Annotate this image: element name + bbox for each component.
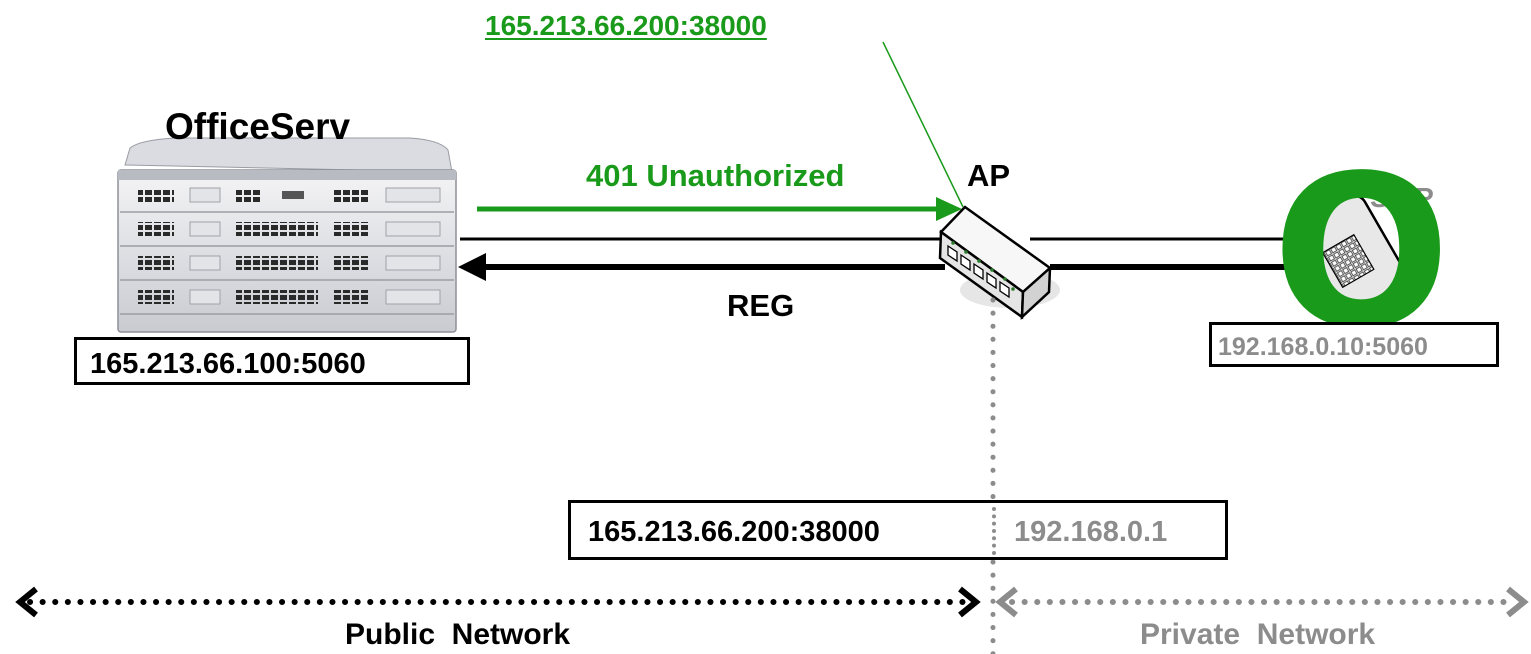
client-address-box: 192.168.0.10:5060 [1209, 322, 1499, 367]
nat-mapping-public: 165.213.66.200:38000 [588, 516, 880, 548]
client-label: SIPP [1370, 182, 1434, 213]
response-message-label: 401 Unauthorized [586, 158, 845, 193]
nat-mapping-private: 192.168.0.1 [1014, 516, 1168, 548]
request-arrowhead [458, 253, 486, 281]
response-arrowhead [936, 197, 962, 221]
private-network-label: Private Network [1140, 618, 1376, 651]
nat-leader-line [882, 41, 964, 208]
network-switch-icon [938, 205, 1060, 320]
ip-phone-icon [1287, 180, 1420, 335]
server-address: 165.213.66.100:5060 [90, 348, 366, 380]
public-network-span [15, 586, 981, 618]
server-title: OfficeServ [165, 106, 351, 147]
private-network-span [995, 586, 1529, 618]
request-message-label: REG [727, 288, 795, 323]
nat-mapping-divider [992, 507, 996, 555]
public-network-label: Public Network [345, 618, 571, 651]
server-chassis-icon [117, 137, 457, 333]
client-address: 192.168.0.10:5060 [1218, 333, 1428, 361]
server-address-box: 165.213.66.100:5060 [74, 337, 470, 385]
access-point-label: AP [967, 158, 1011, 193]
nat-public-address-label: 165.213.66.200:38000 [485, 10, 767, 41]
nat-mapping-box: 165.213.66.200:38000 192.168.0.1 [568, 500, 1228, 560]
signal-lines [458, 197, 1300, 281]
